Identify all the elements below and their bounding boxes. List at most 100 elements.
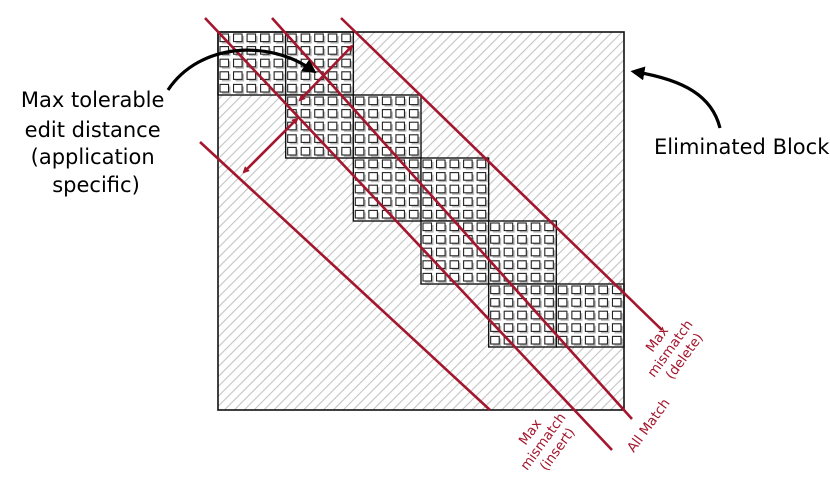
matrix-cell <box>557 323 568 332</box>
matrix-cell <box>327 109 338 118</box>
matrix-cell <box>571 298 581 307</box>
matrix-cell <box>327 46 338 55</box>
double-arrow-icon <box>242 117 299 174</box>
line-lower-band <box>199 141 491 411</box>
matrix-cell <box>314 33 324 43</box>
matrix-cell <box>341 134 351 143</box>
matrix-cell <box>300 71 311 80</box>
matrix-cell <box>314 96 324 106</box>
matrix-cell <box>584 310 595 320</box>
matrix-cell <box>476 260 487 269</box>
matrix-cell <box>503 285 514 295</box>
matrix-cell <box>544 310 554 320</box>
matrix-cell <box>219 71 230 80</box>
line-max-mismatch-delete <box>340 17 663 331</box>
matrix-cell <box>287 46 297 55</box>
matrix-cell <box>557 285 568 295</box>
matrix-cell <box>476 235 487 244</box>
matrix-cell <box>422 222 433 232</box>
matrix-cell <box>219 58 230 68</box>
matrix-cell <box>490 285 500 295</box>
matrix-cell <box>327 33 338 43</box>
matrix-cell <box>354 134 365 143</box>
matrix-cell <box>503 235 514 244</box>
matrix-cell <box>381 109 392 118</box>
matrix-cell <box>449 260 460 269</box>
matrix-cell <box>327 134 338 143</box>
matrix-cell <box>408 146 419 156</box>
matrix-cell <box>341 83 351 93</box>
matrix-cell <box>490 222 500 232</box>
matrix-outline <box>217 31 625 411</box>
matrix-cell <box>287 134 297 143</box>
matrix-cell <box>368 209 378 219</box>
matrix-cell <box>232 83 243 93</box>
matrix-cell <box>476 172 487 181</box>
matrix-cell <box>503 247 514 257</box>
max-tolerable-label: Max tolerable edit distance (application… <box>21 88 171 197</box>
matrix-cell <box>341 71 351 80</box>
matrix-cell <box>530 272 541 282</box>
matrix-cell <box>300 33 311 43</box>
matrix-cell <box>422 197 433 206</box>
matrix-cell <box>422 272 433 282</box>
matrix-cell <box>503 310 514 320</box>
matrix-cell <box>557 298 568 307</box>
matrix-cell <box>435 235 446 244</box>
matrix-cell <box>449 247 460 257</box>
matrix-cell <box>422 172 433 181</box>
matrix-cell <box>517 247 527 257</box>
line-max-mismatch-insert <box>204 17 613 451</box>
matrix-cell <box>422 159 433 169</box>
matrix-cell <box>463 209 473 219</box>
matrix-cell <box>368 109 378 118</box>
matrix-cell <box>517 272 527 282</box>
eliminated-blocks-label: Eliminated Blocks <box>654 135 830 159</box>
matrix-cell <box>463 272 473 282</box>
matrix-cell <box>611 323 622 332</box>
matrix-cell <box>408 184 419 194</box>
matrix-cell <box>530 260 541 269</box>
matrix-cell <box>341 146 351 156</box>
matrix-cell <box>395 96 406 106</box>
matrix-cell <box>341 121 351 131</box>
matrix-cell <box>341 33 351 43</box>
matrix-cell <box>584 335 595 345</box>
matrix-cell <box>408 197 419 206</box>
curved-arrow-icon <box>630 66 722 129</box>
matrix-cell <box>530 247 541 257</box>
matrix-cell <box>354 146 365 156</box>
matrix-cell <box>517 335 527 345</box>
matrix-cell <box>503 222 514 232</box>
matrix-cell <box>327 96 338 106</box>
matrix-cell <box>557 310 568 320</box>
matrix-cell <box>273 83 284 93</box>
matrix-cell <box>219 83 230 93</box>
matrix-cell <box>408 134 419 143</box>
matrix-cell <box>422 209 433 219</box>
matrix-cell <box>584 323 595 332</box>
matrix-cell <box>408 159 419 169</box>
matrix-cell <box>544 260 554 269</box>
matrix-cell <box>354 159 365 169</box>
curved-arrow-icon <box>166 48 317 91</box>
matrix-cell <box>490 272 500 282</box>
matrix-cell <box>287 71 297 80</box>
matrix-cell <box>273 58 284 68</box>
matrix-cell <box>490 235 500 244</box>
matrix-cell <box>287 83 297 93</box>
matrix-cell <box>463 222 473 232</box>
matrix-cell <box>260 83 270 93</box>
matrix-cell <box>300 146 311 156</box>
matrix-cell <box>435 272 446 282</box>
matrix-cell <box>395 121 406 131</box>
matrix-cell <box>422 235 433 244</box>
matrix-cell <box>517 260 527 269</box>
matrix-cell <box>354 121 365 131</box>
matrix-cell <box>544 235 554 244</box>
matrix-cell <box>476 197 487 206</box>
matrix-cell <box>584 285 595 295</box>
matrix-cell <box>381 197 392 206</box>
matrix-cell <box>327 71 338 80</box>
label-max-mismatch-delete: Max mismatch (delete) <box>631 304 712 390</box>
